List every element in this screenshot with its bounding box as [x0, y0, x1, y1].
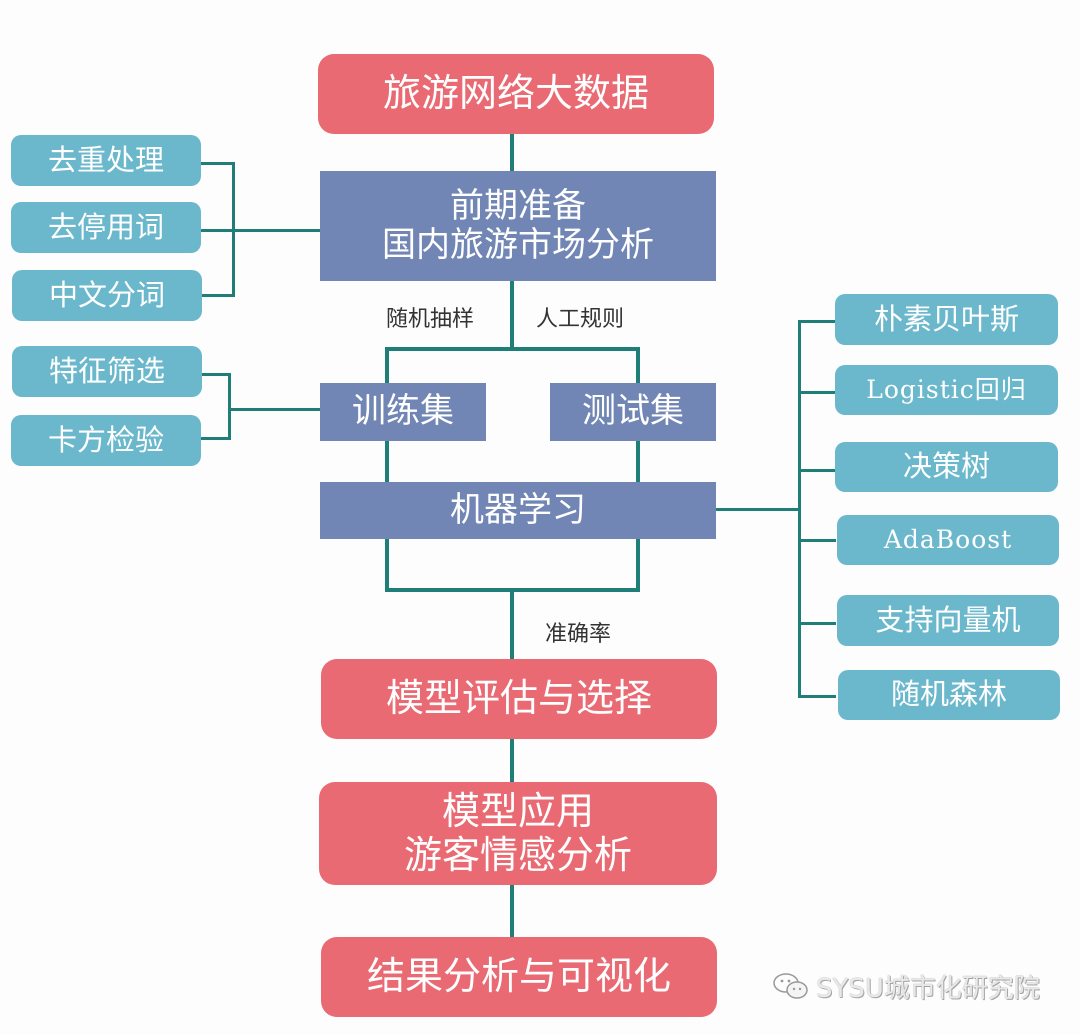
accuracy-label: 准确率 [545, 622, 612, 647]
node-test-set: 测试集 [550, 383, 716, 441]
bracket-algorithms-tick-1 [798, 320, 836, 323]
algorithm-random-forest-label: 随机森林 [890, 677, 1007, 712]
feature-selection-label: 特征筛选 [48, 353, 165, 388]
connector-evaluate-apply [510, 738, 514, 784]
connector-apply-result [510, 884, 514, 940]
node-preparation-line1: 前期准备 [450, 185, 586, 226]
connector-left-loop [385, 347, 389, 592]
node-preparation: 前期准备 国内旅游市场分析 [320, 171, 716, 281]
connector-prep-split [510, 280, 514, 350]
preprocess-stopwords: 去停用词 [11, 202, 201, 253]
split-label-manual-rules: 人工规则 [536, 307, 625, 332]
bracket-algorithms-tick-2 [798, 391, 836, 394]
node-model-evaluation: 模型评估与选择 [321, 659, 717, 739]
node-machine-learning-label: 机器学习 [450, 489, 586, 530]
bracket-features-tick-3 [200, 437, 230, 440]
preprocess-stopwords-label: 去停用词 [47, 209, 164, 244]
split-label-random-sampling: 随机抽样 [386, 307, 475, 332]
node-result-visualization: 结果分析与可视化 [321, 937, 717, 1017]
connector-split-bar [385, 347, 640, 351]
connector-loop-evaluate [510, 590, 514, 662]
feature-selection: 特征筛选 [12, 346, 202, 397]
algorithm-logistic-label: Logistic回归 [866, 374, 1027, 404]
node-training-set-label: 训练集 [352, 391, 454, 432]
bracket-features-tick-1 [200, 373, 230, 376]
preprocess-dedup: 去重处理 [11, 135, 201, 186]
algorithm-adaboost: AdaBoost [837, 515, 1059, 565]
bracket-algorithms-stem [716, 508, 800, 511]
algorithm-svm: 支持向量机 [837, 595, 1059, 646]
algorithm-adaboost-label: AdaBoost [883, 524, 1013, 554]
node-result-visualization-label: 结果分析与可视化 [366, 954, 671, 999]
preprocess-dedup-label: 去重处理 [47, 142, 164, 177]
bracket-features-tick-2 [228, 408, 322, 411]
node-preparation-line2: 国内旅游市场分析 [382, 225, 654, 265]
bracket-algorithms-tick-6 [798, 695, 836, 698]
node-model-application: 模型应用 游客情感分析 [319, 782, 717, 885]
feature-chi-square: 卡方检验 [11, 415, 201, 466]
algorithm-naive-bayes-label: 朴素贝叶斯 [873, 301, 1019, 336]
bracket-algorithms-tick-3 [798, 469, 836, 472]
watermark: SYSU城市化研究院 [772, 968, 1040, 1005]
bracket-algorithms-tick-5 [798, 622, 836, 625]
wechat-icon [772, 971, 810, 1003]
node-model-application-line1: 模型应用 [441, 788, 594, 833]
algorithm-naive-bayes: 朴素贝叶斯 [835, 294, 1058, 345]
feature-chi-square-label: 卡方检验 [47, 422, 164, 457]
algorithm-logistic: Logistic回归 [835, 365, 1058, 415]
connector-source-prep [510, 133, 514, 173]
node-model-application-line2: 游客情感分析 [403, 832, 632, 877]
preprocess-segmentation-label: 中文分词 [48, 277, 165, 312]
watermark-text: SYSU城市化研究院 [816, 974, 1040, 1004]
node-model-evaluation-label: 模型评估与选择 [385, 676, 652, 721]
node-test-set-label: 测试集 [582, 391, 684, 432]
connector-right-loop [636, 347, 640, 592]
bracket-algorithms-tick-4 [798, 539, 836, 542]
bracket-preprocess-tick-3 [200, 294, 234, 297]
node-source-data: 旅游网络大数据 [318, 54, 714, 134]
algorithm-decision-tree-label: 决策树 [902, 449, 990, 484]
bracket-features-vertical [228, 373, 231, 440]
algorithm-svm-label: 支持向量机 [875, 602, 1021, 637]
bracket-preprocess-tick-1 [200, 162, 234, 165]
node-source-data-label: 旅游网络大数据 [382, 71, 649, 116]
preprocess-segmentation: 中文分词 [12, 270, 202, 321]
algorithm-random-forest: 随机森林 [838, 670, 1060, 720]
bracket-preprocess-tick-2 [200, 229, 322, 232]
node-training-set: 训练集 [320, 383, 486, 441]
node-machine-learning: 机器学习 [320, 482, 716, 539]
algorithm-decision-tree: 决策树 [835, 442, 1058, 492]
